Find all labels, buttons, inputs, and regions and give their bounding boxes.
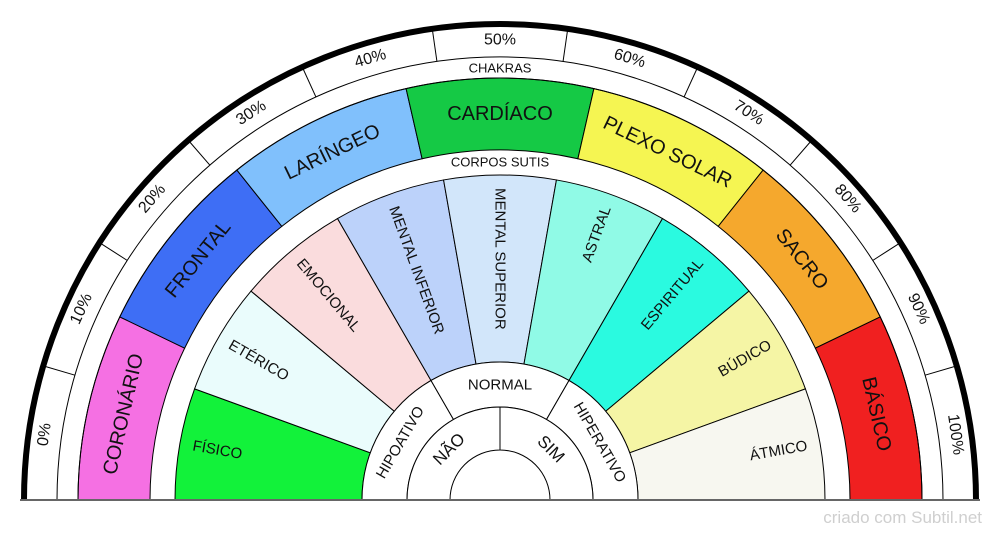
percent-tick [431,28,438,62]
percent-label: 0% [35,422,55,447]
chakras-title: CHAKRAS [469,61,532,76]
percent-tick [872,242,901,261]
corpo-label: MENTAL SUPERIOR [492,188,509,330]
resposta-segment [406,406,501,501]
resposta-segment [499,406,594,501]
percent-label: 100% [944,413,967,456]
percent-tick [683,66,699,98]
percent-tick [43,365,76,376]
percent-tick [562,28,569,62]
percent-tick [99,242,128,261]
percent-tick [301,66,317,98]
watermark: criado com Subtil.net [823,508,982,527]
percent-label: 50% [484,32,516,49]
outer-arc [21,21,979,501]
percent-tick [789,139,813,166]
percent-tick [924,365,957,376]
chakra-outer-arc [77,77,923,501]
percent-tick [187,139,211,166]
corpos-title: CORPOS SUTIS [451,155,550,170]
estado-label: NORMAL [468,377,532,394]
chakra-label: CARDÍACO [447,102,553,125]
